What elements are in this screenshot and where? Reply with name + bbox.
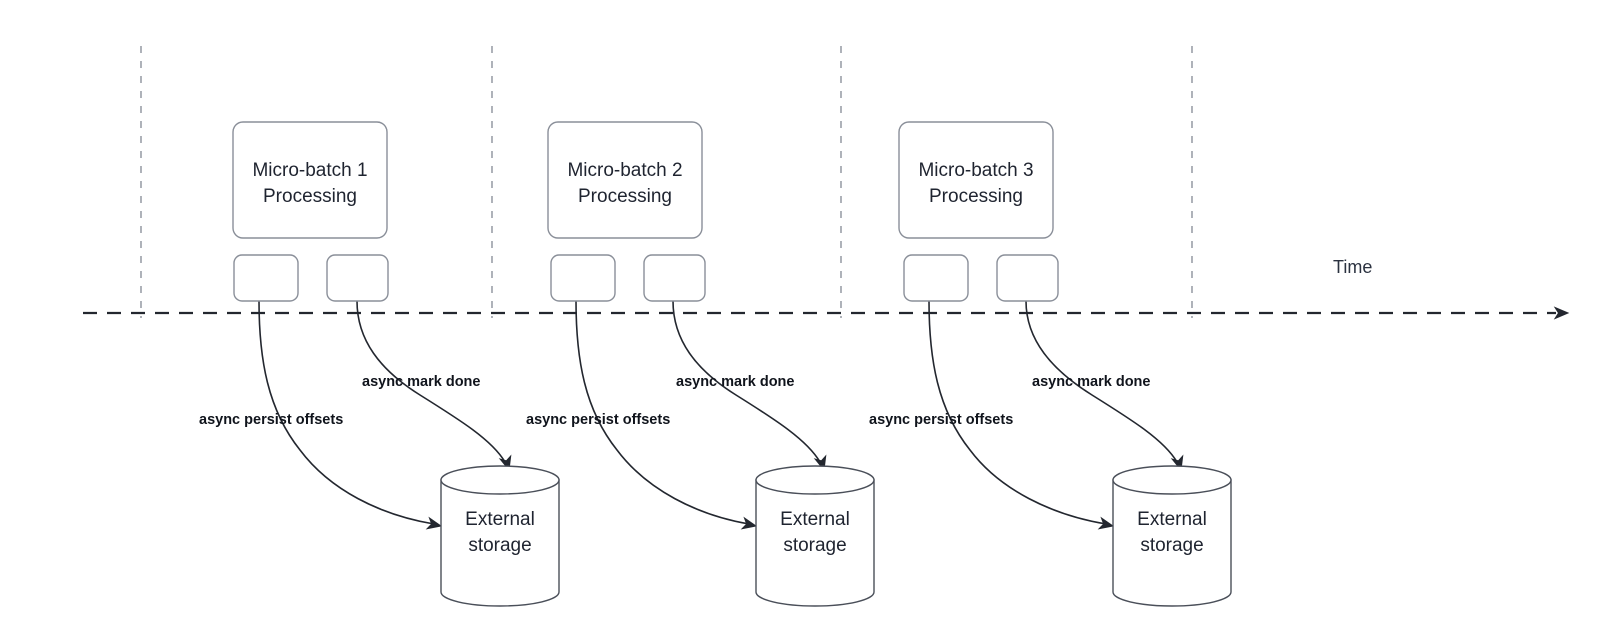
persist-offsets-edge-1-arrowhead-glyph [425, 516, 443, 530]
group-3: async persist offsets async mark done Micr… [869, 121, 1232, 607]
external-storage-3-line2: storage [1140, 535, 1203, 556]
micro-batch-2-box[interactable] [547, 121, 703, 239]
task-box-1b[interactable] [326, 254, 389, 302]
external-storage-3-top [1112, 465, 1232, 495]
persist-offsets-edge-1 [258, 300, 435, 525]
persist-offsets-edge-1-label: async persist offsets [199, 412, 343, 428]
external-storage-2-body [755, 479, 875, 607]
mark-done-edge-2-label: async mark done [676, 374, 794, 390]
external-storage-2[interactable]: External storage [755, 465, 875, 607]
micro-batch-3-box-line1: Micro-batch 3 [918, 160, 1033, 181]
micro-batch-2-box-line2: Processing [578, 186, 672, 207]
mark-done-edge-2 [672, 300, 821, 463]
external-storage-1[interactable]: External storage [440, 465, 560, 607]
group-2: async persist offsets async mark done Micr… [526, 121, 875, 607]
external-storage-3[interactable]: External storage [1112, 465, 1232, 607]
external-storage-1-line2: storage [468, 535, 531, 556]
external-storage-1-line1: External [465, 509, 535, 530]
mark-done-edge-3-label: async mark done [1032, 374, 1150, 390]
micro-batch-3-box-line2: Processing [929, 186, 1023, 207]
micro-batch-3-box[interactable] [898, 121, 1054, 239]
external-storage-1-body [440, 479, 560, 607]
persist-offsets-edge-2-arrowhead-glyph [740, 516, 758, 530]
external-storage-3-line1: External [1137, 509, 1207, 530]
micro-batch-1-box-line2: Processing [263, 186, 357, 207]
task-box-2b[interactable] [643, 254, 706, 302]
persist-offsets-edge-2 [575, 300, 750, 525]
micro-batch-2-box-line1: Micro-batch 2 [567, 160, 682, 181]
persist-offsets-edge-3-label: async persist offsets [869, 412, 1013, 428]
persist-offsets-edge-1-arrowhead [425, 516, 443, 530]
task-box-1a[interactable] [233, 254, 299, 302]
group-1: async persist offsets async mark done Micr… [199, 121, 560, 607]
task-box-3a[interactable] [903, 254, 969, 302]
task-box-3b[interactable] [996, 254, 1059, 302]
persist-offsets-edge-3 [928, 300, 1107, 525]
external-storage-2-top [755, 465, 875, 495]
time-arrowhead-glyph [1553, 306, 1570, 320]
time-arrowhead [1553, 306, 1570, 320]
persist-offsets-edge-3-arrowhead-glyph [1097, 516, 1115, 530]
micro-batch-1-box-line1: Micro-batch 1 [252, 160, 367, 181]
task-box-2a[interactable] [550, 254, 616, 302]
external-storage-1-top [440, 465, 560, 495]
persist-offsets-edge-3-arrowhead [1097, 516, 1115, 530]
external-storage-2-line2: storage [783, 535, 846, 556]
persist-offsets-edge-2-label: async persist offsets [526, 412, 670, 428]
external-storage-3-body [1112, 479, 1232, 607]
mark-done-edge-3 [1025, 300, 1178, 463]
mark-done-edge-1 [356, 300, 506, 463]
micro-batch-1-box[interactable] [232, 121, 388, 239]
mark-done-edge-1-label: async mark done [362, 374, 480, 390]
time-axis-label: Time [1333, 257, 1372, 277]
persist-offsets-edge-2-arrowhead [740, 516, 758, 530]
external-storage-2-line1: External [780, 509, 850, 530]
